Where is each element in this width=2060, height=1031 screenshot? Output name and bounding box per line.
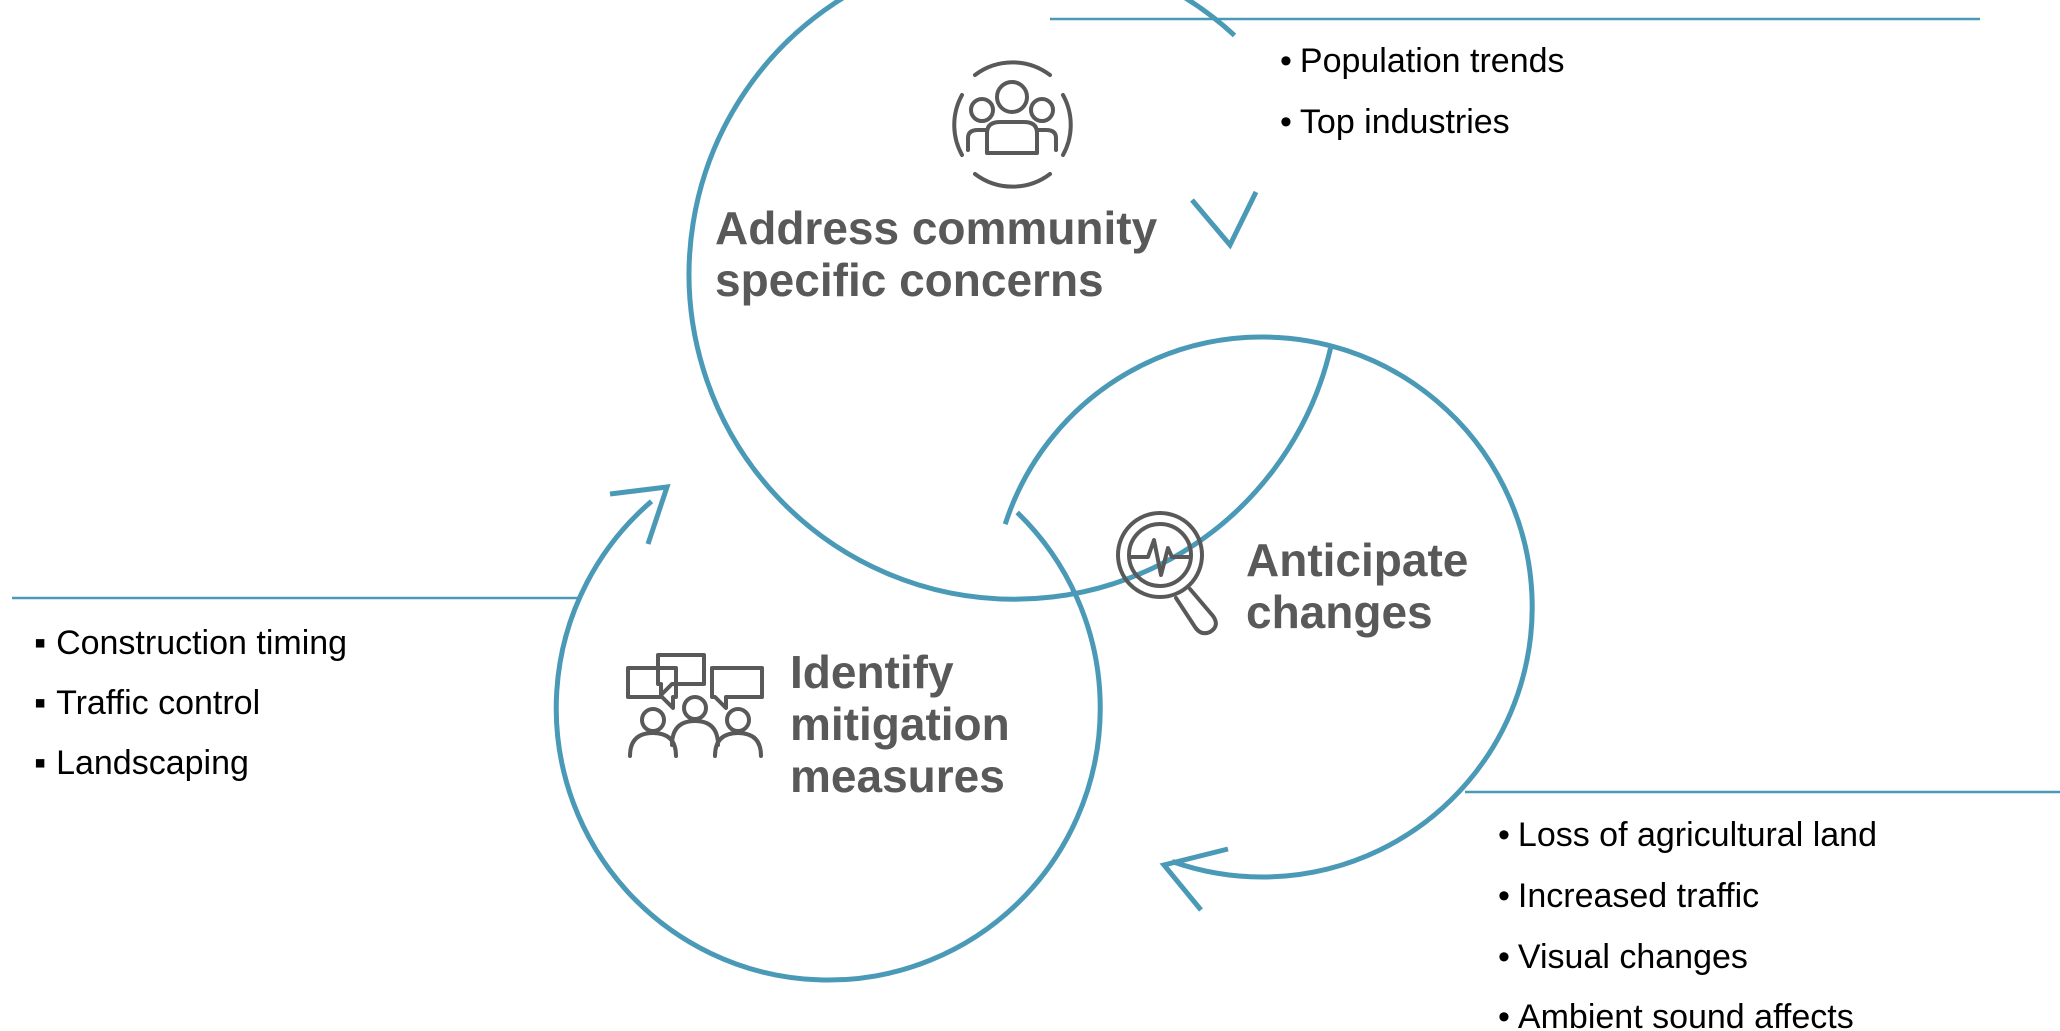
- mitigation-bullet-list: ▪Construction timing ▪Traffic control ▪L…: [34, 624, 347, 782]
- list-item: •Top industries: [1280, 103, 1510, 141]
- anticipate-arrowhead: [1159, 846, 1229, 912]
- mitigation-title: Identify mitigation measures: [790, 646, 1023, 802]
- community-arrowhead: [1190, 190, 1259, 250]
- list-item: •Loss of agricultural land: [1498, 816, 1877, 854]
- list-item: ▪Traffic control: [34, 684, 260, 722]
- list-item: ▪Construction timing: [34, 624, 347, 662]
- list-item: •Visual changes: [1498, 938, 1748, 976]
- community-title-line-2: specific concerns: [715, 254, 1104, 306]
- mitigation-title-line-1: Identify: [790, 646, 954, 698]
- community-title-line-1: Address community: [715, 202, 1158, 254]
- mitigation-title-line-2: mitigation: [790, 698, 1010, 750]
- list-item: •Increased traffic: [1498, 877, 1759, 915]
- community-bullet-list: •Population trends •Top industries: [1280, 42, 1565, 141]
- anticipate-cycle-arc: [1002, 334, 1535, 880]
- list-item: ▪Landscaping: [34, 744, 249, 782]
- anticipate-title: Anticipate changes: [1246, 534, 1481, 638]
- community-people-icon: [952, 60, 1073, 189]
- mitigation-cycle-arc: [553, 499, 1103, 983]
- magnifier-pulse-icon: [1116, 511, 1218, 636]
- community-cycle-arc: [686, 0, 1333, 602]
- list-item: •Population trends: [1280, 42, 1565, 80]
- mitigation-title-line-3: measures: [790, 750, 1005, 802]
- anticipate-title-line-2: changes: [1246, 586, 1433, 638]
- mitigation-arrowhead: [609, 484, 671, 545]
- anticipate-title-line-1: Anticipate: [1246, 534, 1468, 586]
- discussion-group-icon: [626, 653, 764, 758]
- list-item: •Ambient sound affects: [1498, 998, 1854, 1031]
- community-title: Address community specific concerns: [715, 202, 1170, 306]
- anticipate-bullet-list: •Loss of agricultural land •Increased tr…: [1498, 816, 1877, 1031]
